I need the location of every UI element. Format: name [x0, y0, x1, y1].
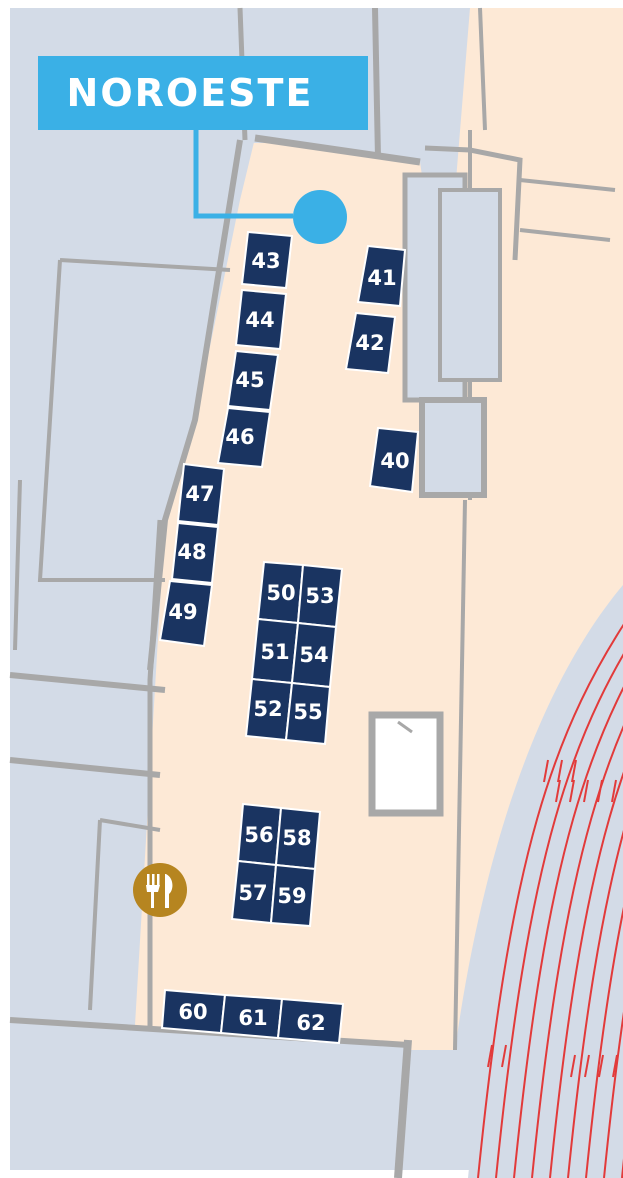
svg-text:56: 56	[244, 823, 273, 847]
seat-divider	[597, 779, 603, 803]
booth-layer[interactable]: 43 44 45 46 41 42 40 47 48 49 50 53 51 5…	[158, 230, 420, 1045]
booth-61[interactable]: 61	[219, 993, 284, 1040]
fork-knife-icon[interactable]	[133, 863, 187, 917]
booth-59[interactable]: 59	[269, 863, 317, 928]
seat-divider	[557, 759, 563, 783]
booth-50[interactable]: 50	[256, 560, 305, 625]
seat-divider	[555, 779, 561, 803]
booth-52[interactable]: 52	[244, 677, 294, 742]
seating-row-line	[495, 599, 623, 1178]
zone-title: NOROESTE	[67, 71, 314, 115]
zone-title-banner: NOROESTE	[38, 56, 368, 130]
booth-46[interactable]: 46	[216, 406, 272, 469]
svg-text:48: 48	[177, 540, 206, 564]
seat-divider	[598, 1054, 604, 1078]
svg-text:55: 55	[293, 700, 322, 724]
seat-divider	[571, 759, 577, 783]
svg-text:42: 42	[355, 331, 384, 355]
svg-text:58: 58	[282, 826, 311, 850]
east-rooms	[402, 172, 502, 498]
booth-41[interactable]: 41	[356, 244, 407, 308]
svg-text:53: 53	[305, 584, 334, 608]
svg-text:60: 60	[178, 1000, 207, 1024]
storage-door	[397, 720, 413, 734]
booth-42[interactable]: 42	[344, 311, 397, 375]
seating-area	[468, 590, 623, 1178]
seat-divider	[487, 1044, 493, 1068]
svg-text:45: 45	[235, 368, 264, 392]
svg-text:41: 41	[367, 266, 396, 290]
booth-40[interactable]: 40	[368, 426, 420, 494]
svg-text:49: 49	[168, 600, 197, 624]
svg-text:62: 62	[296, 1011, 325, 1035]
booth-51[interactable]: 51	[250, 617, 300, 685]
booth-44[interactable]: 44	[234, 288, 288, 351]
booth-57[interactable]: 57	[230, 859, 278, 925]
svg-text:51: 51	[260, 640, 289, 664]
walls	[9, 7, 616, 1178]
svg-text:44: 44	[245, 308, 274, 332]
seating-row-line	[567, 599, 623, 1178]
booth-48[interactable]: 48	[170, 521, 220, 585]
svg-text:57: 57	[238, 881, 267, 905]
seat-divider	[584, 1054, 590, 1078]
booth-62[interactable]: 62	[276, 997, 345, 1045]
svg-text:59: 59	[277, 884, 306, 908]
location-dot-icon[interactable]	[293, 190, 347, 244]
storage-room	[368, 711, 444, 817]
seating-row-line	[531, 599, 623, 1178]
svg-text:40: 40	[380, 449, 409, 473]
seating-row-line	[549, 599, 623, 1178]
seat-divider	[612, 1054, 618, 1078]
seat-divider	[501, 1044, 507, 1068]
svg-text:61: 61	[238, 1006, 267, 1030]
seat-divider	[543, 759, 549, 783]
seating-row-line	[603, 599, 623, 1178]
booth-58[interactable]: 58	[274, 806, 322, 871]
svg-text:50: 50	[266, 581, 295, 605]
svg-text:52: 52	[253, 697, 282, 721]
booth-55[interactable]: 55	[284, 681, 332, 746]
booth-60[interactable]: 60	[160, 988, 227, 1035]
seat-divider	[569, 779, 575, 803]
booth-43[interactable]: 43	[240, 230, 294, 290]
seat-divider	[611, 779, 617, 803]
seat-divider	[583, 779, 589, 803]
svg-text:47: 47	[185, 482, 214, 506]
callout-connector	[193, 130, 293, 219]
booth-56[interactable]: 56	[236, 802, 283, 867]
svg-text:46: 46	[225, 425, 254, 449]
seat-divider	[570, 1054, 576, 1078]
booth-45[interactable]: 45	[226, 349, 280, 412]
booth-47[interactable]: 47	[176, 462, 226, 527]
seating-row-line	[477, 599, 623, 1178]
svg-text:43: 43	[251, 249, 280, 273]
seating-row-line	[585, 599, 623, 1178]
booth-49[interactable]: 49	[158, 579, 214, 648]
svg-text:54: 54	[299, 643, 328, 667]
booth-54[interactable]: 54	[290, 621, 338, 689]
booth-53[interactable]: 53	[296, 563, 344, 629]
seating-row-line	[513, 599, 623, 1178]
